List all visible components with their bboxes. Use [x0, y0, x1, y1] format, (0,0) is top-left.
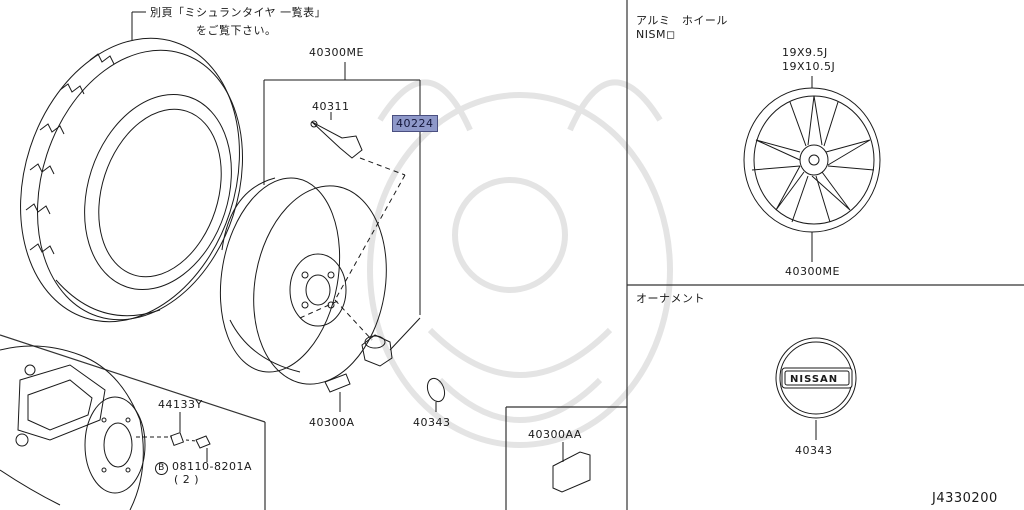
bolt-prefix-circle: B: [155, 462, 168, 475]
watermark-emblem: [367, 79, 673, 448]
part-label-weight[interactable]: 40300A: [309, 416, 355, 429]
part-label-nut-highlighted[interactable]: 40224: [392, 115, 438, 132]
valve-drawing: [310, 120, 363, 159]
tire-drawing: [20, 37, 243, 323]
part-label-stud[interactable]: 44133Y: [158, 398, 203, 411]
alloy-size-1: 19X9.5J: [782, 46, 828, 59]
part-label-bolt: 08110-8201A: [172, 460, 252, 473]
part-label-weight-block[interactable]: 40300AA: [528, 428, 582, 441]
bolt-quantity: ( 2 ): [174, 473, 200, 486]
ornament-emblem-drawing: [775, 337, 857, 440]
part-label-valve[interactable]: 40311: [312, 100, 350, 113]
alloy-size-2: 19X10.5J: [782, 60, 836, 73]
stud-bolt-drawing: [136, 412, 211, 462]
tire-note-line-2: をご覧下さい。: [196, 24, 277, 37]
ornament-panel-title: オーナメント: [636, 292, 705, 305]
alloy-panel-subtitle: NISM◻: [636, 28, 676, 41]
weight-block-drawing: [552, 442, 591, 493]
diagram-code: J4330200: [932, 491, 998, 506]
emblem-text: NISSAN: [790, 374, 839, 385]
part-label-wheel-assy[interactable]: 40300ME: [309, 46, 364, 59]
tire-note-line-1: 別頁「ミシュランタイヤ 一覧表」: [150, 6, 327, 19]
steel-wheel-drawing: [219, 177, 387, 385]
part-label-ornament[interactable]: 40343: [795, 444, 833, 457]
lug-nut-drawing: [361, 317, 421, 367]
brake-hub-drawing: [0, 345, 146, 510]
alloy-panel-title: アルミ ホイール: [636, 14, 728, 27]
bolt-code-row[interactable]: B 08110-8201A: [155, 460, 252, 475]
dashed-leaders: [299, 157, 406, 341]
alloy-wheel-drawing: [743, 76, 881, 262]
part-label-alloy-wheel[interactable]: 40300ME: [785, 265, 840, 278]
note-leader: [131, 11, 146, 40]
weight-and-cap-drawing: [324, 373, 446, 412]
part-label-cap-small[interactable]: 40343: [413, 416, 451, 429]
